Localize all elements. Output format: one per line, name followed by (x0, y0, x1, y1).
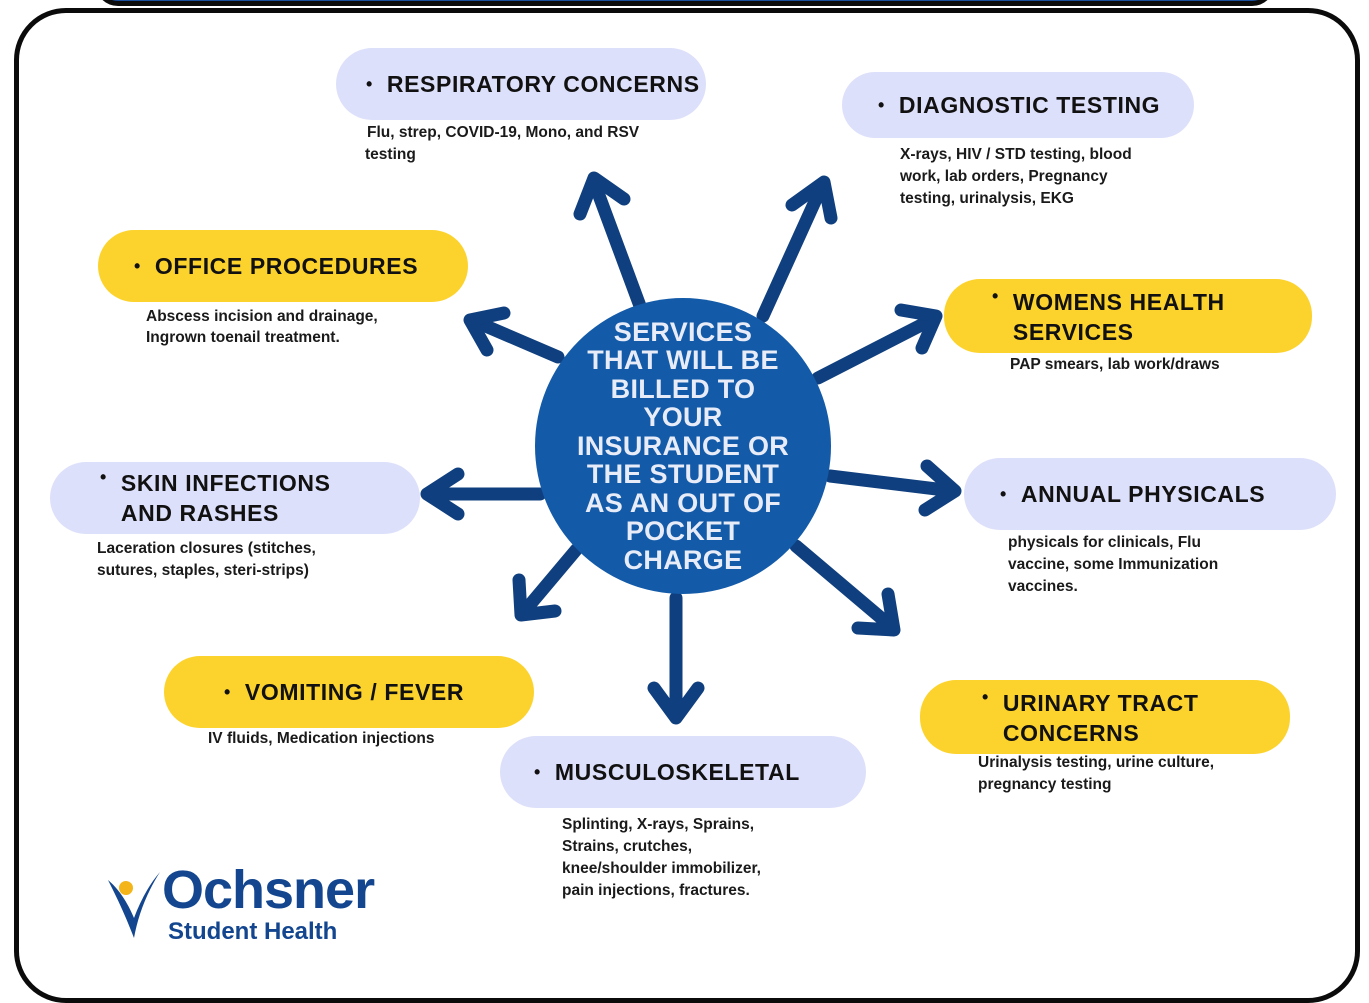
vomiting-description: IV fluids, Medication injections (208, 728, 435, 750)
title-line: SKIN INFECTIONS (120, 470, 331, 496)
bullet-icon: • (992, 286, 999, 306)
womens-description: PAP smears, lab work/draws (1010, 354, 1220, 376)
urinary-pill: • URINARY TRACT CONCERNS (920, 680, 1290, 754)
womens-pill: • WOMENS HEALTH SERVICES (944, 279, 1312, 353)
desc-line: pregnancy testing (978, 776, 1112, 793)
annual-pill: • ANNUAL PHYSICALS (964, 458, 1336, 530)
title-line: AND RASHES (120, 500, 279, 526)
desc-line: Splinting, X-rays, Sprains, (562, 816, 755, 833)
office-pill: • OFFICE PROCEDURES (98, 230, 468, 302)
arrow-office (463, 306, 565, 364)
office-title: OFFICE PROCEDURES (154, 252, 419, 279)
desc-line: testing (365, 146, 416, 163)
desc-line: Laceration closures (stitches, (97, 540, 316, 557)
center-line: POCKET (625, 516, 741, 547)
center-line: YOUR (643, 402, 723, 433)
desc-line: work, lab orders, Pregnancy (900, 168, 1108, 185)
skin-title: SKIN INFECTIONS AND RASHES (121, 468, 331, 528)
skin-description: Laceration closures (stitches, sutures, … (97, 538, 316, 582)
diagnostic-title: DIAGNOSTIC TESTING (898, 91, 1161, 118)
center-line: THE STUDENT (586, 459, 780, 490)
title-line: CONCERNS (1002, 720, 1140, 746)
desc-line: Flu, strep, COVID-19, Mono, and RSV (367, 124, 640, 141)
bullet-icon: • (534, 762, 541, 782)
ochsner-figure-icon (108, 872, 160, 938)
center-line: SERVICES (613, 316, 753, 347)
desc-line: sutures, staples, steri-strips) (97, 562, 309, 579)
title-line: URINARY TRACT (1002, 690, 1199, 716)
musculoskeletal-description: Splinting, X-rays, Sprains, Strains, cru… (562, 814, 761, 902)
title-line: SERVICES (1012, 319, 1134, 345)
arrow-diagnostic (756, 175, 838, 323)
arrow-urinary (789, 539, 901, 637)
desc-line: X-rays, HIV / STD testing, blood (900, 146, 1132, 163)
title-line: WOMENS HEALTH (1012, 289, 1225, 315)
arrow-vomiting (512, 543, 583, 622)
annual-title: ANNUAL PHYSICALS (1020, 480, 1266, 507)
logo-subtitle: Student Health (168, 918, 338, 945)
desc-line: Urinalysis testing, urine culture, (978, 754, 1215, 771)
desc-line: vaccines. (1008, 578, 1078, 595)
skin-pill: • SKIN INFECTIONS AND RASHES (50, 462, 420, 534)
diagnostic-pill: • DIAGNOSTIC TESTING (842, 72, 1194, 138)
musculoskeletal-title: MUSCULOSKELETAL (554, 758, 800, 785)
center-line: INSURANCE OR (576, 430, 790, 461)
desc-line: testing, urinalysis, EKG (900, 190, 1074, 207)
arrows-layer (420, 171, 962, 725)
womens-title: WOMENS HEALTH SERVICES (1013, 287, 1225, 347)
bullet-icon: • (100, 467, 107, 487)
vomiting-title: VOMITING / FEVER (244, 678, 465, 705)
arrow-skin (420, 467, 547, 521)
musculoskeletal-pill: • MUSCULOSKELETAL (500, 736, 866, 808)
desc-line: physicals for clinicals, Flu (1008, 534, 1201, 551)
center-hub: SERVICES THAT WILL BE BILLED TO YOUR INS… (535, 298, 831, 594)
arrow-musculo (647, 591, 705, 725)
annual-description: physicals for clinicals, Flu vaccine, so… (1008, 532, 1218, 598)
desc-line: knee/shoulder immobilizer, (562, 860, 761, 877)
desc-line: PAP smears, lab work/draws (1010, 356, 1220, 373)
urinary-title: URINARY TRACT CONCERNS (1003, 688, 1199, 748)
bullet-icon: • (1000, 484, 1007, 504)
arrow-womens (811, 303, 943, 385)
respiratory-title: RESPIRATORY CONCERNS (386, 70, 700, 97)
desc-line: pain injections, fractures. (562, 882, 750, 899)
desc-line: Ingrown toenail treatment. (146, 329, 340, 346)
center-line: CHARGE (623, 544, 743, 575)
center-line: THAT WILL BE (587, 345, 779, 376)
center-line: AS AN OUT OF (584, 487, 782, 518)
vomiting-pill: • VOMITING / FEVER (164, 656, 534, 728)
respiratory-pill: • RESPIRATORY CONCERNS (336, 48, 706, 120)
arrow-respiratory (573, 171, 647, 313)
bullet-icon: • (224, 682, 231, 702)
urinary-description: Urinalysis testing, urine culture, pregn… (978, 752, 1214, 796)
desc-line: Strains, crutches, (562, 838, 693, 855)
arrow-annual (823, 459, 962, 517)
center-line: BILLED TO (610, 373, 756, 404)
bullet-icon: • (878, 95, 885, 115)
bullet-icon: • (982, 687, 989, 707)
diagnostic-description: X-rays, HIV / STD testing, blood work, l… (900, 144, 1132, 210)
center-hub-text: SERVICES THAT WILL BE BILLED TO YOUR INS… (565, 318, 801, 575)
logo-name: Ochsner (162, 860, 375, 920)
office-description: Abscess incision and drainage, Ingrown t… (146, 306, 378, 348)
respiratory-description: Flu, strep, COVID-19, Mono, and RSV test… (365, 122, 639, 166)
desc-line: vaccine, some Immunization (1008, 556, 1219, 573)
bullet-icon: • (134, 256, 141, 276)
ochsner-logo: Ochsner Student Health (106, 860, 416, 950)
bullet-icon: • (366, 74, 373, 94)
desc-line: Abscess incision and drainage, (146, 308, 378, 325)
desc-line: IV fluids, Medication injections (208, 730, 435, 747)
